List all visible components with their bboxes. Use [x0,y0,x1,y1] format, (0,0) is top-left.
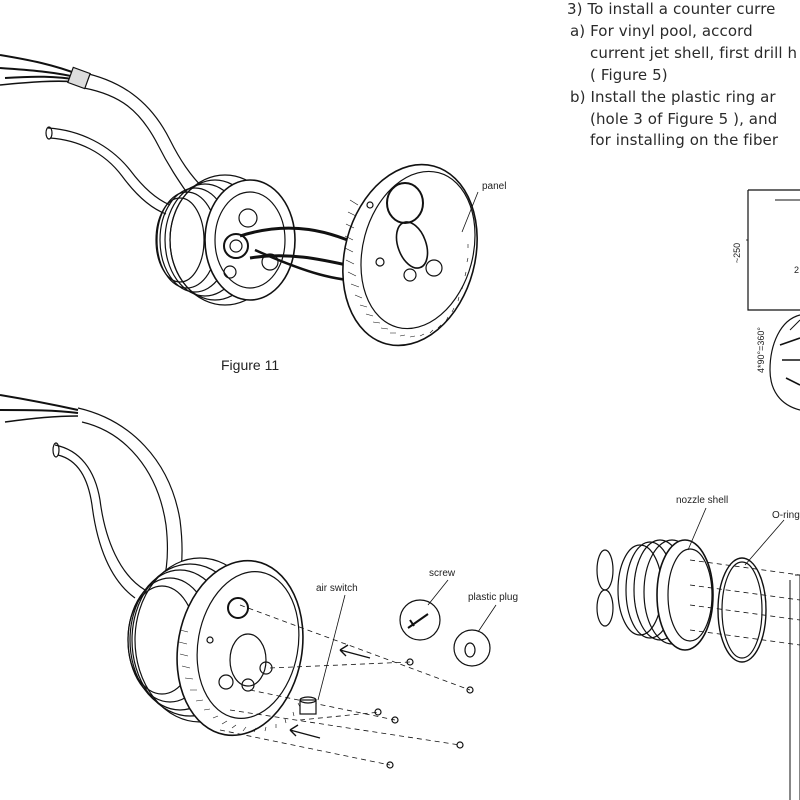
dimension-small-label: 2 [794,265,800,275]
dimension-angle-label: 4*90°=360° [756,327,766,373]
nozzle-shell-label: nozzle shell [676,495,729,506]
instruction-line-1: 3) To install a counter curre [567,0,776,18]
instruction-line-4: ( Figure 5) [590,66,668,84]
nozzle-shell-drawing [596,507,800,800]
bottom-figure-drawing [0,394,497,769]
dimension-250-label: ~250 [732,242,743,264]
instruction-line-3: current jet shell, first drill h [590,44,798,62]
figure-11-drawing [0,54,479,347]
instruction-line-5: b) Install the plastic ring ar [570,88,776,106]
air-switch-label: air switch [316,583,358,594]
figure-11-caption: Figure 11 [221,357,280,373]
instruction-line-6: (hole 3 of Figure 5 ), and [590,110,778,128]
instruction-line-2: a) For vinyl pool, accord [570,22,753,40]
panel-label: panel [482,181,507,192]
screw-label: screw [429,568,456,579]
o-ring-label: O-ring [772,510,800,521]
instruction-line-7: for installing on the fiber [590,131,779,149]
right-dimension-drawing [746,189,800,411]
plastic-plug-label: plastic plug [468,592,519,603]
